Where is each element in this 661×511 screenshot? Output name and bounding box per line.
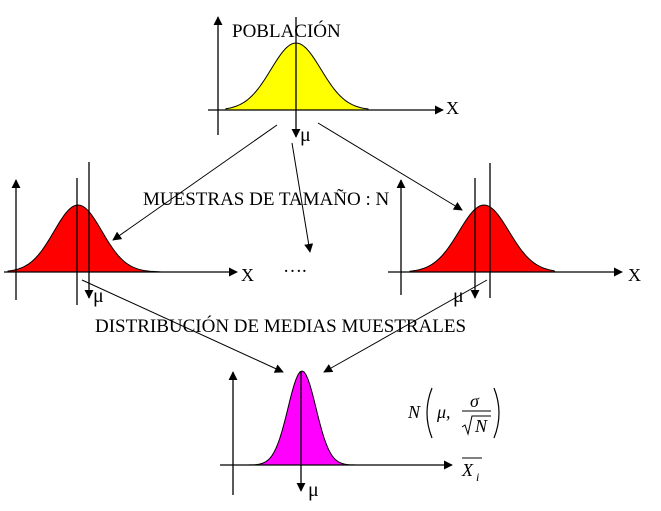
population-curve [225, 42, 369, 111]
right-sample-curve [409, 204, 557, 273]
means-mu-label: μ [308, 479, 319, 501]
xbar-label: X i [461, 457, 482, 484]
population-plot: POBLACIÓN X μ [208, 16, 459, 146]
population-x-label: X [446, 98, 459, 118]
left-sample-mu-label: μ [93, 285, 104, 307]
arrow-pop-to-left [112, 124, 278, 241]
formula-sqrtN: N [474, 416, 488, 436]
left-sample-x-label: X [241, 265, 254, 285]
formula-right-paren [493, 387, 500, 439]
means-curve [241, 370, 372, 466]
normal-formula: N μ, σ N [407, 387, 500, 439]
xbar-subscript: i [476, 470, 479, 484]
ellipsis-label: …. [283, 256, 307, 277]
arrow-left-to-means [81, 279, 284, 373]
arrow-right-to-means [323, 279, 488, 373]
right-sample-plot: X μ [388, 163, 641, 307]
arrow-pop-to-right [317, 122, 463, 211]
left-sample-plot: X μ [4, 162, 254, 307]
distribution-label: DISTRIBUCIÓN DE MEDIAS MUESTRALES [95, 315, 466, 337]
xbar-symbol: X [461, 460, 474, 480]
formula-mu: μ, [436, 402, 451, 422]
left-sample-curve [7, 204, 161, 273]
population-label: POBLACIÓN [232, 20, 341, 42]
connector-arrows [81, 122, 488, 373]
means-plot: μ X i [220, 370, 482, 501]
formula-sqrt-sign [461, 415, 491, 436]
formula-left-paren [426, 387, 433, 439]
population-mu-label: μ [300, 124, 311, 146]
right-sample-x-label: X [628, 265, 641, 285]
formula-sigma: σ [470, 391, 480, 411]
samples-label: MUESTRAS DE TAMAÑO : N [143, 188, 389, 210]
formula-N: N [407, 402, 421, 422]
arrow-pop-to-middle [291, 142, 314, 253]
